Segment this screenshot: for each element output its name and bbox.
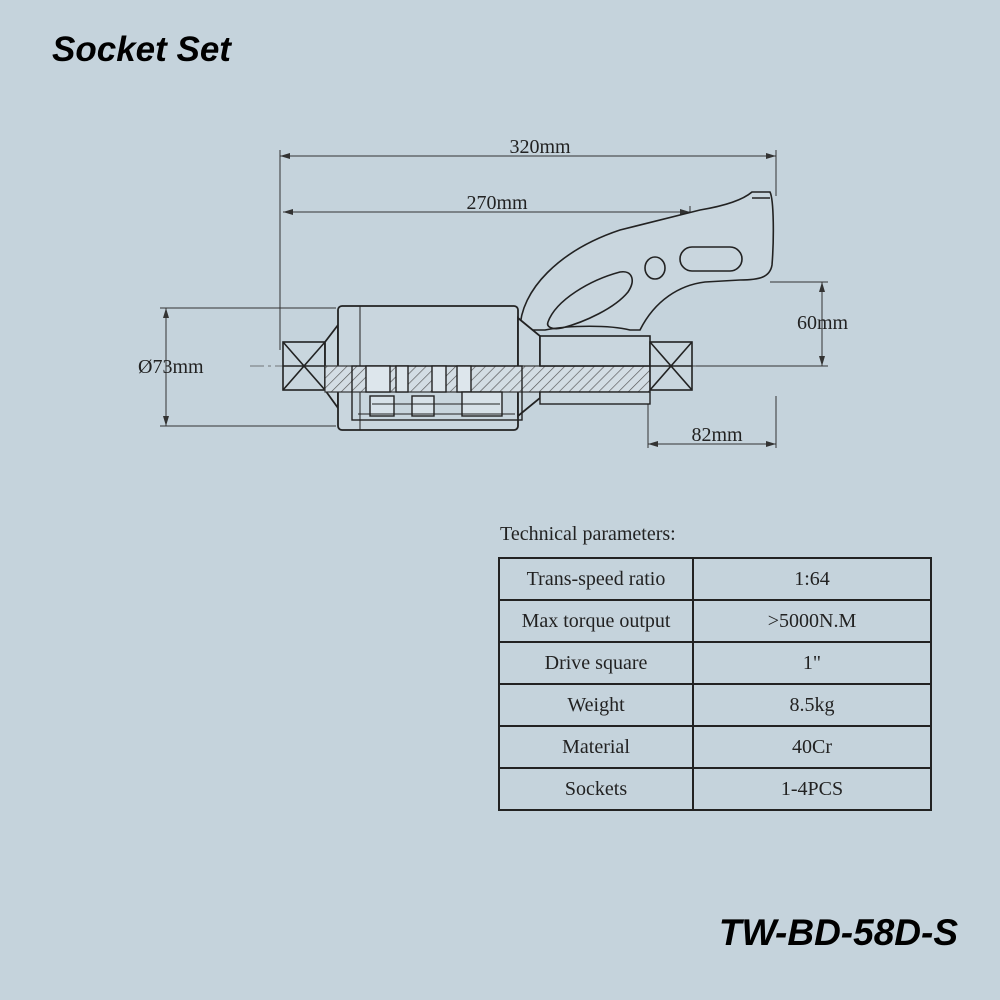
param-value: 40Cr: [692, 725, 932, 769]
output-shaft: [539, 335, 651, 367]
param-label: Weight: [498, 683, 694, 727]
parameters-table: Trans-speed ratio 1:64 Max torque output…: [498, 557, 932, 811]
param-label: Drive square: [498, 641, 694, 685]
param-value: 1-4PCS: [692, 767, 932, 811]
output-square-drive: [649, 341, 693, 391]
dim-handle-height: 60mm: [797, 312, 849, 334]
output-shaft-lower: [539, 391, 651, 405]
param-label: Max torque output: [498, 599, 694, 643]
param-label: Material: [498, 725, 694, 769]
table-row: Weight 8.5kg: [498, 683, 932, 727]
dim-overall-length: 320mm: [509, 136, 571, 158]
param-label: Trans-speed ratio: [498, 557, 694, 601]
param-value: 1": [692, 641, 932, 685]
reaction-arm: [519, 191, 775, 331]
dim-output-length: 82mm: [691, 424, 743, 446]
table-row: Material 40Cr: [498, 725, 932, 769]
param-label: Sockets: [498, 767, 694, 811]
model-number: TW-BD-58D-S: [718, 912, 958, 953]
table-row: Sockets 1-4PCS: [498, 767, 932, 811]
table-row: Max torque output >5000N.M: [498, 599, 932, 643]
input-square-drive: [282, 341, 326, 391]
table-row: Drive square 1": [498, 641, 932, 685]
page-title: Socket Set: [52, 30, 231, 69]
planetary-gears: [351, 365, 523, 421]
param-value: 1:64: [692, 557, 932, 601]
table-row: Trans-speed ratio 1:64: [498, 557, 932, 601]
parameters-heading: Technical parameters:: [500, 523, 676, 545]
technical-drawing: 320mm 270mm Ø73mm 60mm 82mm: [138, 136, 849, 448]
param-value: >5000N.M: [692, 599, 932, 643]
dim-diameter: Ø73mm: [138, 356, 204, 378]
dim-body-length: 270mm: [466, 192, 528, 214]
param-value: 8.5kg: [692, 683, 932, 727]
